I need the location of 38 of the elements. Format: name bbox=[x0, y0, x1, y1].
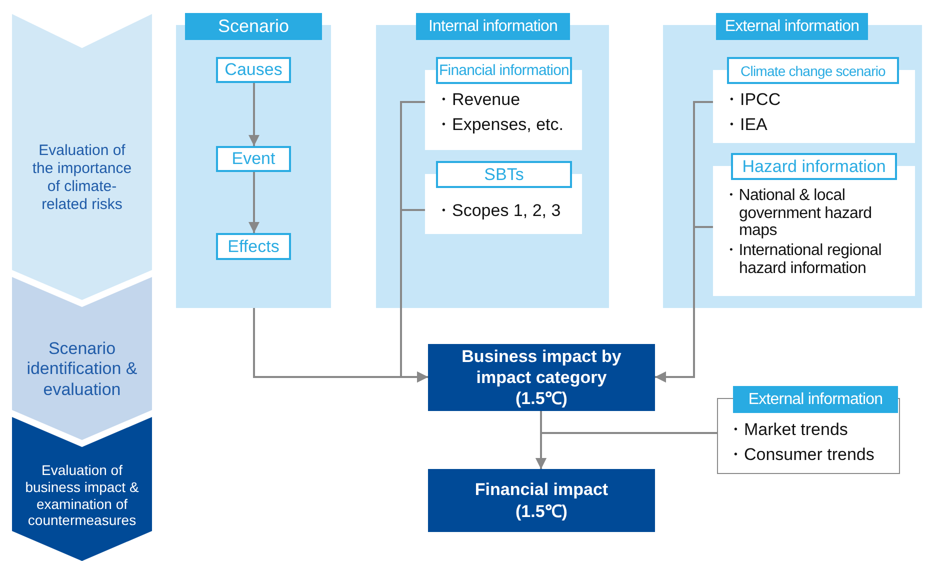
impact-box: Financial impact (1.5℃) bbox=[428, 469, 655, 532]
info-card bbox=[425, 161, 582, 234]
impact-box: Business impact by impact category (1.5℃) bbox=[428, 344, 655, 411]
bullet-item: ・National & local government hazard maps bbox=[723, 187, 873, 240]
box-heading: Climate change scenario bbox=[727, 57, 899, 84]
bullet-item: ・Expenses, etc. bbox=[435, 115, 565, 135]
info-card bbox=[717, 386, 900, 474]
arrow bbox=[536, 432, 717, 469]
info-panel bbox=[376, 13, 609, 308]
step-box: Causes bbox=[216, 57, 291, 83]
arrow bbox=[248, 83, 260, 146]
arrow bbox=[400, 209, 428, 382]
scenario-panel bbox=[176, 13, 331, 308]
step-box: Effects bbox=[216, 233, 291, 260]
bullet-item: ・International regional hazard information bbox=[723, 242, 883, 278]
info-card bbox=[713, 153, 915, 296]
box-heading: Hazard information bbox=[731, 153, 897, 180]
info-card bbox=[425, 57, 582, 150]
arrow bbox=[655, 226, 713, 382]
box-heading: External information bbox=[733, 386, 898, 413]
step-label: Scenario identification & evaluation bbox=[26, 339, 138, 400]
info-panel bbox=[663, 13, 922, 308]
bullet-item: ・IEA bbox=[723, 115, 768, 135]
box-heading: SBTs bbox=[436, 161, 572, 188]
panel-heading: External information bbox=[716, 13, 868, 40]
bullet-item: ・Consumer trends bbox=[727, 445, 876, 465]
step-box: Event bbox=[216, 146, 291, 172]
arrow bbox=[248, 172, 260, 233]
step-label: Evaluation of the importance of climate-related risks bbox=[31, 142, 133, 214]
panel-heading: Internal information bbox=[416, 13, 570, 40]
step-label: Evaluation of business impact & examination of countermeasures bbox=[24, 462, 140, 530]
info-card bbox=[713, 57, 915, 143]
bullet-item: ・Revenue bbox=[435, 90, 522, 110]
bullet-item: ・Scopes 1, 2, 3 bbox=[435, 201, 562, 221]
bullet-item: ・Market trends bbox=[727, 420, 849, 440]
bullet-item: ・IPCC bbox=[723, 90, 782, 110]
box-heading: Financial information bbox=[436, 57, 572, 84]
panel-heading: Scenario bbox=[185, 13, 322, 40]
